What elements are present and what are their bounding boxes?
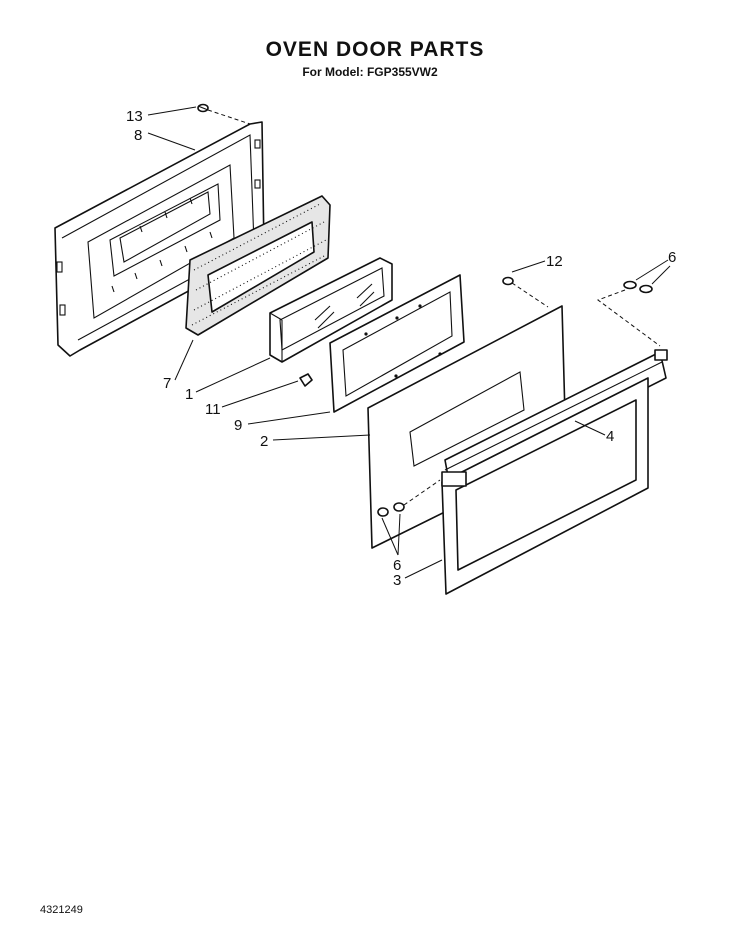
page-title: OVEN DOOR PARTS (265, 38, 485, 61)
outer-door-frame (441, 377, 649, 595)
insulation-frame (185, 195, 331, 336)
callout-1: 1 (185, 386, 193, 403)
screws-part-6-bottom (377, 502, 405, 517)
leader-lines (147, 106, 671, 579)
callout-11: 11 (205, 401, 221, 418)
inner-glass-assembly (269, 257, 393, 363)
callout-9: 9 (234, 417, 242, 434)
callout-4: 4 (606, 428, 614, 445)
callout-3: 3 (393, 572, 401, 589)
glass-pack-frame (329, 274, 465, 413)
model-subtitle: For Model: FGP355VW2 (302, 65, 438, 79)
screws-part-6-top (623, 280, 653, 294)
inner-door-panel (54, 121, 265, 357)
callout-2: 2 (260, 433, 268, 450)
clip-part-11 (299, 373, 313, 387)
screw-part-13 (197, 103, 209, 113)
document-number: 4321249 (40, 904, 83, 916)
callout-12: 12 (546, 253, 563, 270)
callout-7: 7 (163, 375, 171, 392)
callout-13: 13 (126, 108, 143, 125)
callout-8: 8 (134, 127, 142, 144)
screw-part-12 (502, 276, 514, 286)
callout-6-bottom: 6 (393, 557, 401, 574)
callout-6-top: 6 (668, 249, 676, 266)
